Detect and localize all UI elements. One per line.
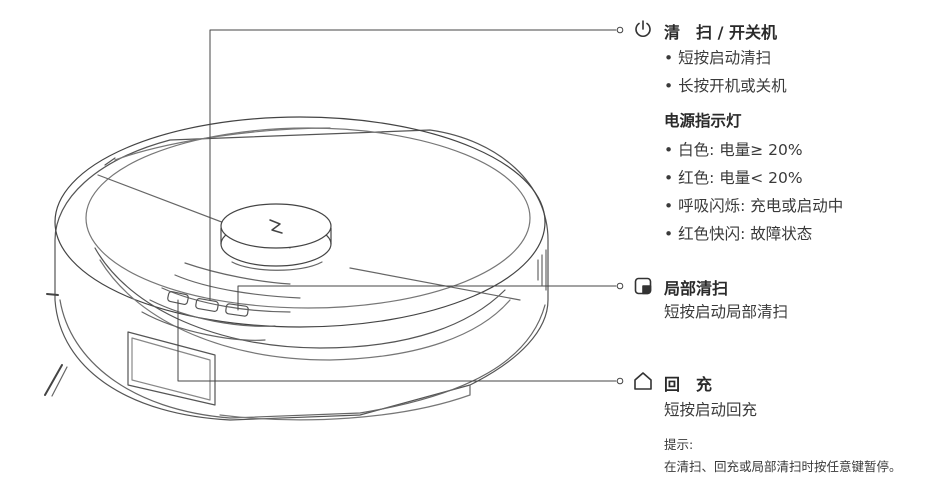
spot-clean-icon [634,277,652,295]
home-icon [634,372,652,390]
tip-text: 在清扫、回充或局部清扫时按任意键暂停。 [664,459,902,474]
home-desc: 短按启动回充 [664,401,758,419]
front-bumper [94,247,506,349]
callout-line-spot [237,285,617,311]
robot-lower-rim [59,299,546,419]
power-item-long-press: • 长按开机或关机 [664,77,787,95]
indicator-white: • 白色: 电量≥ 20% [664,141,803,159]
tip-label: 提示: [664,437,694,452]
callout-line-home [177,299,617,382]
lds-logo [269,219,283,234]
indicator-red: • 红色: 电量< 20% [664,169,803,187]
button-home [167,290,189,306]
button-power [195,298,219,312]
spot-desc: 短按启动局部清扫 [664,303,789,321]
spot-title: 局部清扫 [664,279,729,298]
robot-top-outer [54,116,546,328]
power-item-short-press: • 短按启动清扫 [664,49,772,67]
lds-cap-top [220,203,332,249]
indicator-breathing: • 呼吸闪烁: 充电或启动中 [664,197,844,215]
power-title: 清 扫 / 开关机 [664,23,777,42]
button-spot [225,303,249,317]
robot-base [54,129,549,421]
indicator-fast-red: • 红色快闪: 故障状态 [664,225,813,243]
side-brush [44,364,63,396]
callout-line-power [209,29,617,301]
home-title: 回 充 [664,375,713,394]
power-icon [635,20,651,37]
indicator-title: 电源指示灯 [664,112,742,130]
front-sensor-window [127,331,216,406]
